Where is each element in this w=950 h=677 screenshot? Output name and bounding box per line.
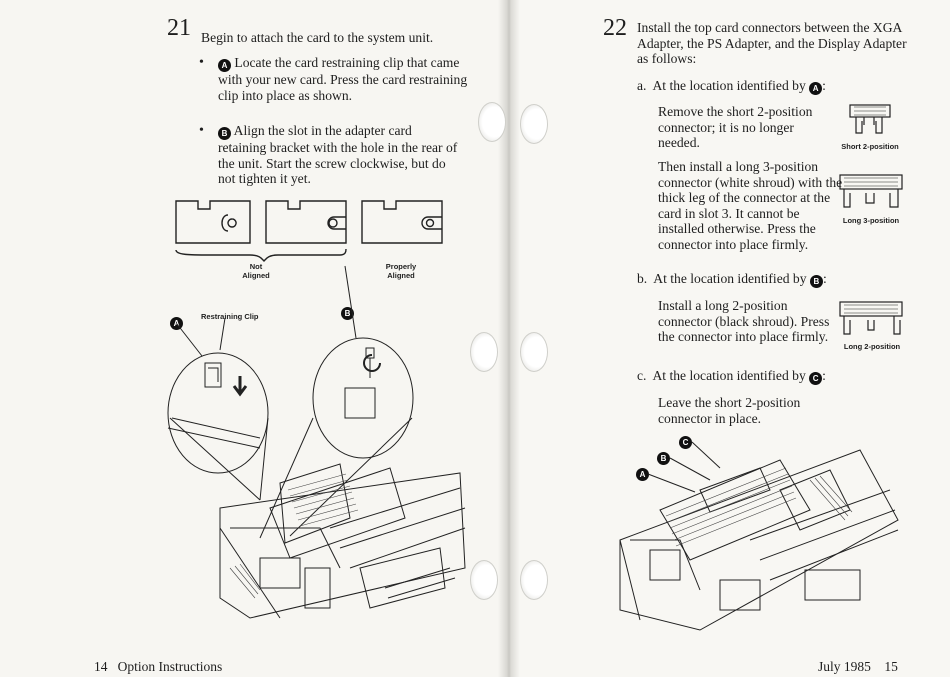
restraining-clip-label: Restraining Clip (201, 312, 259, 321)
item-letter: a. (637, 78, 647, 93)
right-page (505, 0, 950, 677)
properly-aligned-label: Properly Aligned (385, 262, 417, 280)
item-a-heading: a. At the location identified by A: (637, 78, 826, 95)
item-a-remove: Remove the short 2-position connector; i… (658, 104, 813, 150)
bullet-a: A Locate the card restraining clip that … (218, 55, 468, 103)
callout-b: B (657, 447, 670, 465)
item-b-text: Install a long 2-position connector (bla… (658, 298, 830, 344)
binder-hole (520, 332, 548, 372)
item-letter: c. (637, 368, 647, 383)
bracket-not-aligned-2 (265, 200, 347, 244)
binder-hole (470, 332, 498, 372)
step-number: 21 (167, 15, 191, 41)
step-intro: Begin to attach the card to the system u… (201, 30, 434, 45)
binder-hole (520, 560, 548, 600)
binder-hole (470, 560, 498, 600)
footer-title: Option Instructions (117, 659, 223, 674)
footer-date: July 1985 (818, 659, 871, 674)
step-number: 22 (603, 15, 627, 41)
short-2-position-connector-icon (849, 104, 891, 134)
system-unit-illustration-right (619, 441, 899, 631)
callout-a: A (636, 463, 649, 481)
long-3-position-caption: Long 3-position (842, 216, 900, 225)
item-lead: At the location identified by (653, 271, 807, 286)
brace (175, 248, 347, 262)
callout-c: C (679, 431, 692, 449)
step-intro: Install the top card connectors between … (637, 20, 907, 66)
callout-a-marker: A (809, 82, 823, 95)
long-3-position-connector-icon (839, 174, 903, 208)
item-c-heading: c. At the location identified by C: (637, 368, 826, 385)
item-c-text: Leave the short 2-position connector in … (658, 395, 801, 426)
long-2-position-connector-icon (839, 301, 903, 335)
bullet-b: B Align the slot in the adapter card ret… (218, 123, 463, 187)
left-page (0, 0, 505, 677)
bracket-not-aligned-1 (175, 200, 251, 244)
bracket-properly-aligned (361, 200, 443, 244)
short-2-position-caption: Short 2-position (841, 142, 899, 151)
callout-c-marker: C (809, 372, 823, 385)
callout-b-marker: B (809, 275, 823, 288)
item-lead: At the location identified by (652, 368, 806, 383)
page-spine (498, 0, 520, 677)
item-letter: b. (637, 271, 648, 286)
item-b-heading: b. At the location identified by B: (637, 271, 827, 288)
not-aligned-label: Not Aligned (242, 262, 270, 280)
zoom-circle-a (167, 352, 269, 474)
zoom-circle-b (312, 337, 414, 459)
bullet-dot: • (199, 123, 204, 138)
binder-hole (520, 104, 548, 144)
bullet-dot: • (199, 55, 204, 70)
bullet-a-text: Locate the card restraining clip that ca… (218, 55, 468, 103)
item-a-install: Then install a long 3-position connector… (658, 159, 843, 252)
slot-arc (221, 214, 229, 232)
page-number: 14 (94, 659, 108, 674)
footer-left: 14 Option Instructions (94, 659, 222, 675)
binder-hole (478, 102, 506, 142)
item-lead: At the location identified by (652, 78, 806, 93)
chassis-outline (219, 472, 466, 619)
bracket-diagrams (175, 200, 443, 262)
callout-b-marker: B (218, 127, 231, 140)
footer-right: July 1985 15 (818, 659, 898, 675)
callout-a-marker: A (218, 59, 231, 72)
callout-b: B (341, 302, 355, 320)
chassis-outline (619, 449, 899, 631)
bullet-b-text: Align the slot in the adapter card retai… (218, 123, 458, 186)
system-unit-illustration-left (167, 265, 466, 619)
long-2-position-caption: Long 2-position (843, 342, 901, 351)
page-number: 15 (884, 659, 898, 674)
